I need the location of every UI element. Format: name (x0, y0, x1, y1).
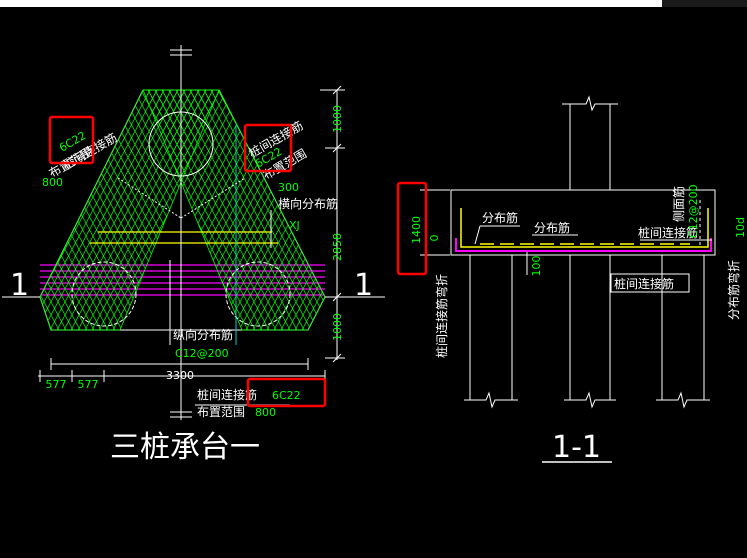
bottom-tie-spec: 6C22 (272, 389, 301, 402)
dim-vertical-1: 1000 (331, 105, 344, 133)
right-range-value: 300 (278, 181, 299, 194)
hatch-line (138, 90, 219, 330)
hatch-line (145, 90, 219, 330)
hatch-line (40, 90, 97, 330)
pile-left (71, 261, 137, 327)
plan-title: 三桩承台一 (110, 430, 260, 465)
side-label: 侧面筋 (671, 186, 686, 222)
section-mark-left: 1 (10, 268, 29, 303)
transverse-label: 横向分布筋 (278, 196, 338, 211)
tie-label-top: 桩间连接筋 (638, 225, 698, 240)
tie-bend-label: 桩间连接筋弯折 (434, 274, 449, 358)
dim-bottom-1: 577 (46, 378, 67, 391)
zero-dim: 0 (428, 235, 441, 242)
dist-label-2: 分布筋 (534, 220, 570, 235)
highlight-box-left-tie (48, 115, 95, 165)
bend-dim: 10d (734, 217, 747, 238)
left-range-value: 800 (42, 176, 63, 189)
pile-right (225, 261, 291, 327)
depth-dim: 1400 (410, 216, 423, 244)
hatch-line (40, 90, 83, 330)
bottom-range-label: 布置范围 (197, 405, 245, 419)
hatch-line (68, 90, 219, 330)
longitudinal-label: 纵向分布筋 (173, 327, 233, 342)
bottom-tie-label: 桩间连接筋 (197, 387, 257, 402)
hatch-line (278, 90, 325, 330)
section-cap-outline (450, 189, 716, 256)
hatch-line (173, 90, 219, 330)
hatch-line (152, 90, 219, 330)
dist-dash-right (180, 177, 246, 219)
dist-leader-1-tip (474, 225, 481, 245)
tie-label-bottom-box (610, 273, 690, 293)
hatch-line (40, 90, 174, 330)
section-yellow-bar (460, 208, 709, 248)
highlight-box-bottom-tie (246, 377, 327, 408)
section-mark-right: 1 (354, 268, 373, 303)
dim-total: 3300 (166, 369, 194, 382)
side-spec: C12@200 (687, 184, 700, 238)
hatch-line (40, 90, 76, 330)
hatch-line (61, 90, 219, 330)
embed-dim: 100 (530, 256, 543, 277)
hatch-line (257, 90, 325, 330)
bottom-range-value: 800 (255, 406, 276, 419)
dist-dash-left (117, 177, 182, 219)
column-stub (562, 95, 618, 190)
dist-bend-label: 分布筋弯折 (726, 260, 741, 320)
hatch-line (40, 90, 188, 330)
highlight-boxes (48, 115, 428, 408)
hatch-line (40, 90, 181, 330)
section-1-1: 100 1400 0 分布筋 分布筋 桩间连接筋 桩间连接筋 桩间连接筋弯折 分… (410, 95, 747, 465)
top-right-toolbar (662, 0, 747, 7)
vertical-dimension-chain (320, 85, 345, 363)
hatch-line (40, 90, 111, 330)
hatch-line (54, 90, 216, 330)
hatch-line (264, 90, 325, 330)
dim-vertical-2: 2858 (331, 233, 344, 261)
dim-vertical-3: 1000 (331, 313, 344, 341)
hatch-line (180, 90, 219, 330)
hatch-line (40, 90, 167, 330)
section-title: 1-1 (552, 430, 601, 465)
hatch-line (159, 90, 219, 330)
section-piles (464, 255, 710, 409)
hatch-line (40, 90, 118, 330)
highlight-box-depth (396, 181, 428, 276)
section-magenta-bar (455, 238, 712, 252)
hatch-line (166, 90, 219, 330)
hatch-line (40, 90, 90, 330)
hatch-line (271, 90, 325, 330)
hatch-line (285, 90, 325, 330)
tie-label-bottom: 桩间连接筋 (614, 276, 674, 291)
hatch-line (250, 90, 325, 330)
dim-bottom-2: 577 (78, 378, 99, 391)
dist-label-1: 分布筋 (482, 210, 518, 225)
hatch-line (75, 90, 219, 330)
longitudinal-spec: C12@200 (175, 347, 229, 360)
hatch-line (40, 90, 202, 330)
hatch-line (40, 90, 195, 330)
transverse-spec: XJ (289, 219, 300, 232)
hatch-line (40, 90, 104, 330)
highlight-box-right-tie (243, 123, 293, 173)
